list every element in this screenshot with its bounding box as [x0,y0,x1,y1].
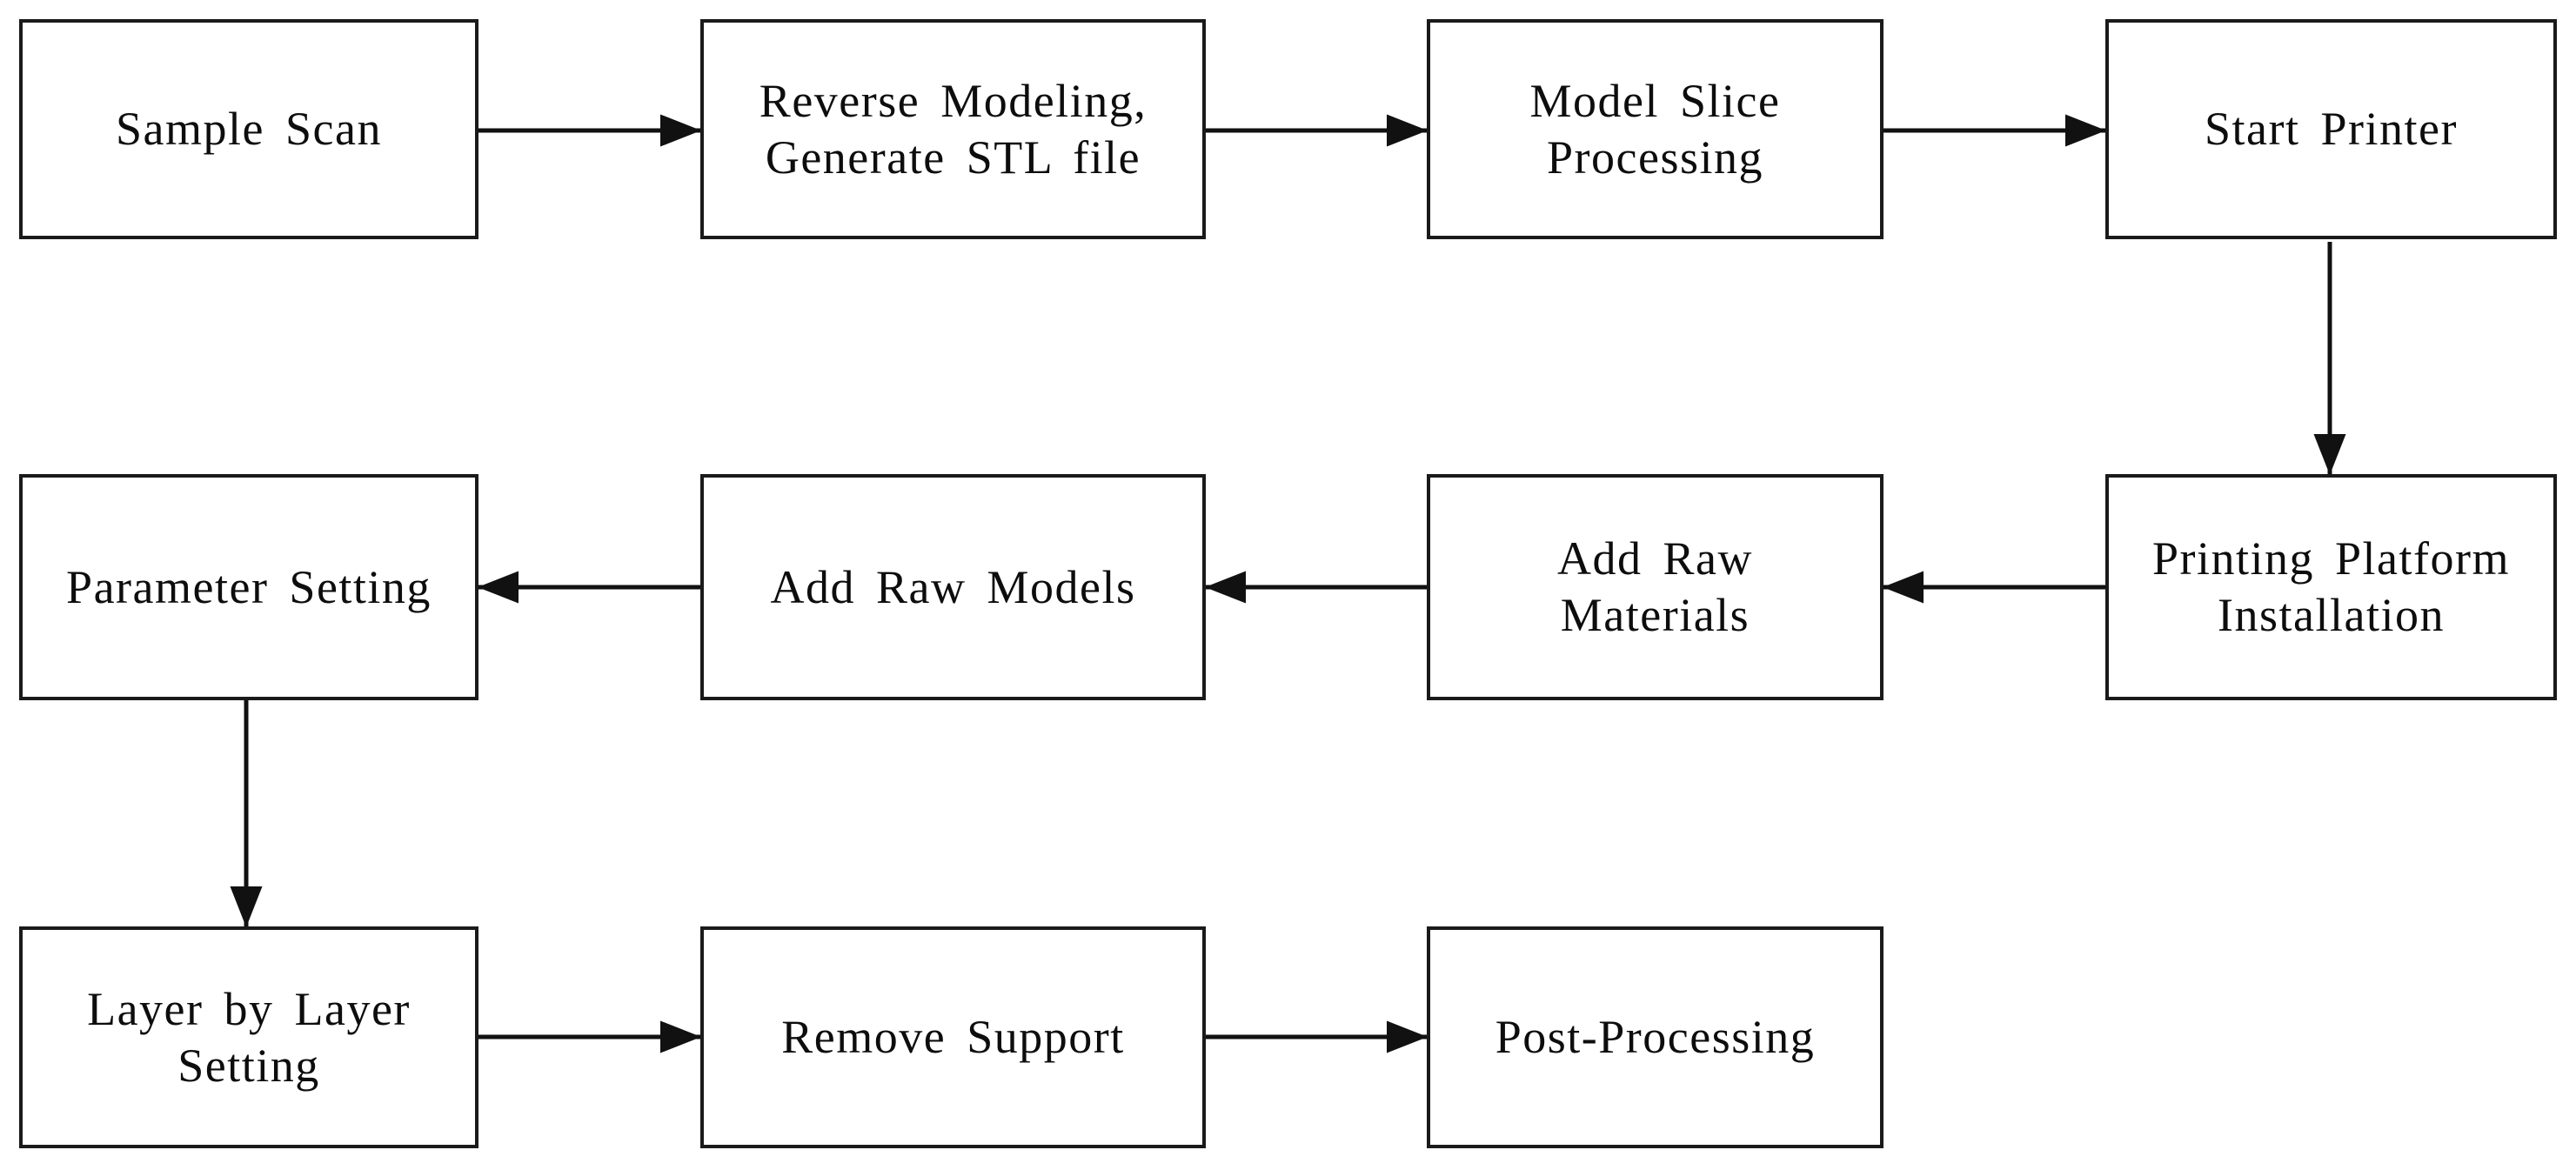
node-label: Sample Scan [116,103,382,156]
node-add-raw-materials[interactable]: Add Raw Materials [1427,474,1883,700]
node-label: Add Raw Materials [1557,532,1753,641]
node-label: Printing Platform Installation [2152,532,2510,641]
node-remove-support[interactable]: Remove Support [700,926,1206,1148]
node-label: Remove Support [781,1011,1125,1064]
node-post-processing[interactable]: Post-Processing [1427,926,1883,1148]
node-printing-platform-installation[interactable]: Printing Platform Installation [2105,474,2557,700]
node-reverse-modeling[interactable]: Reverse Modeling, Generate STL file [700,19,1206,239]
node-label: Add Raw Models [770,560,1136,613]
node-sample-scan[interactable]: Sample Scan [19,19,478,239]
node-layer-by-layer-setting[interactable]: Layer by Layer Setting [19,926,478,1148]
node-label: Start Printer [2205,103,2458,156]
node-add-raw-models[interactable]: Add Raw Models [700,474,1206,700]
node-model-slice-processing[interactable]: Model Slice Processing [1427,19,1883,239]
node-label: Post-Processing [1495,1011,1816,1064]
node-start-printer[interactable]: Start Printer [2105,19,2557,239]
node-label: Model Slice Processing [1529,74,1781,184]
node-label: Parameter Setting [66,560,432,613]
node-label: Layer by Layer Setting [87,982,411,1092]
node-label: Reverse Modeling, Generate STL file [759,74,1147,184]
node-parameter-setting[interactable]: Parameter Setting [19,474,478,700]
